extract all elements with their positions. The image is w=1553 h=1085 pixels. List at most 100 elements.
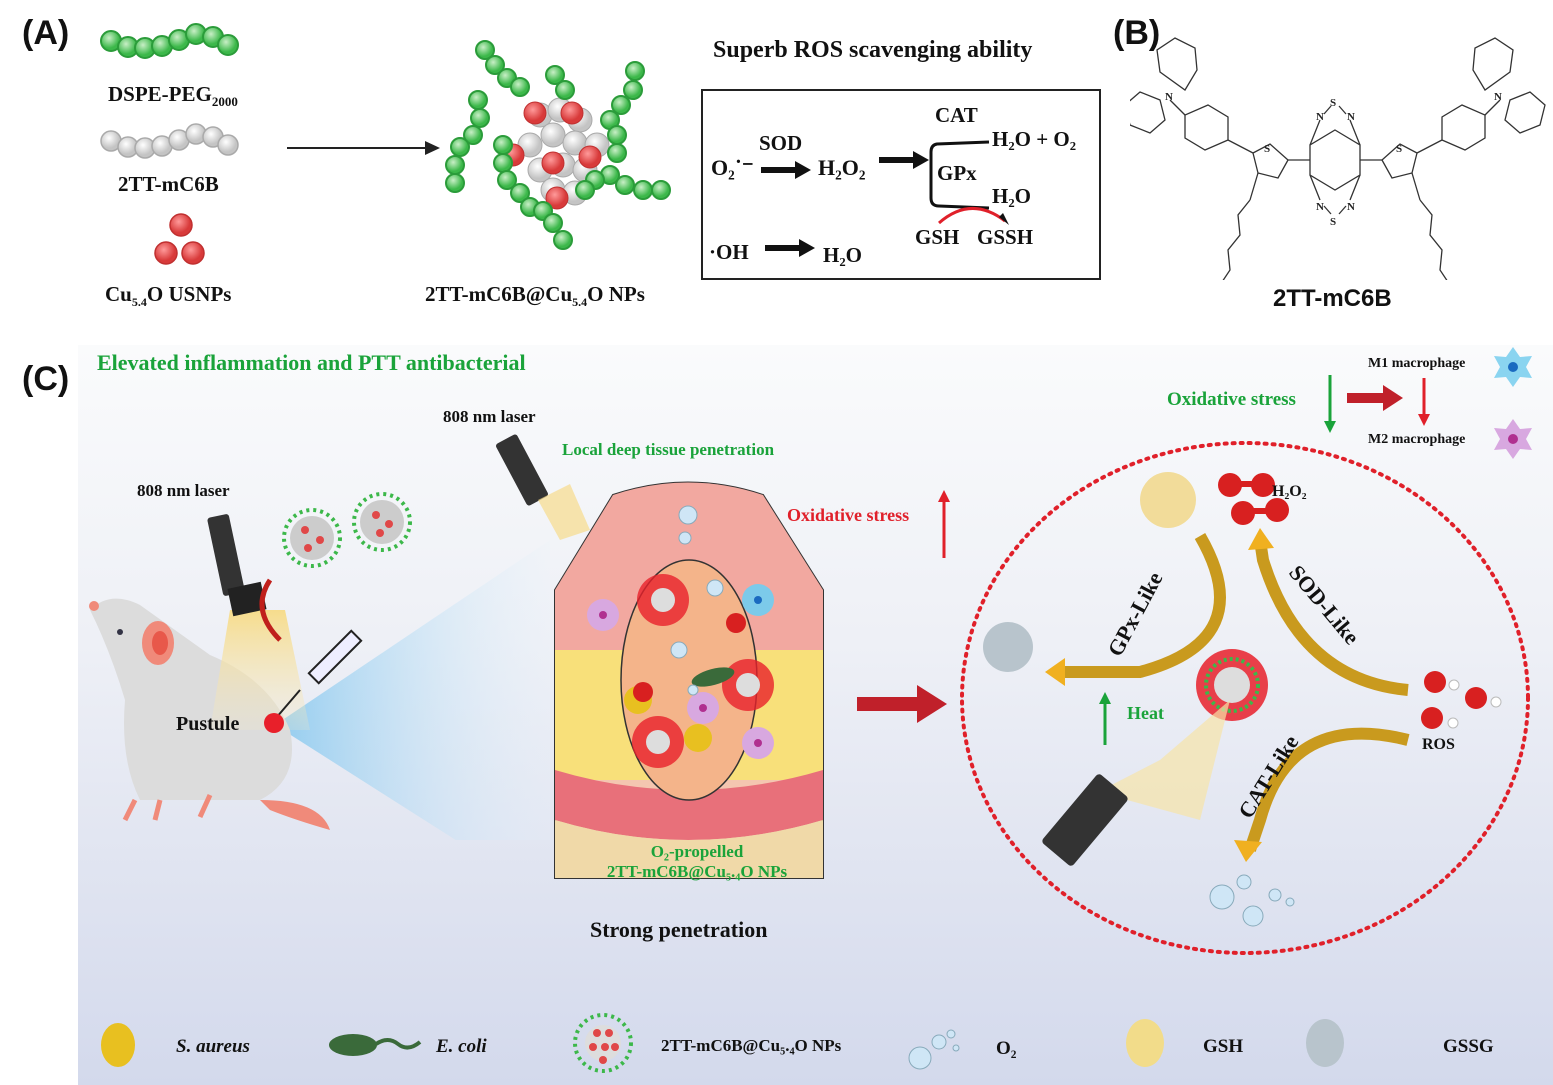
2tt-mc6b-label: 2TT-mC6B: [118, 172, 219, 196]
legend-label-gsh: GSH: [1203, 1036, 1244, 1057]
m2-macrophage-icon: [1494, 419, 1532, 459]
atom-s1: S: [1330, 97, 1336, 109]
o2-bubbles-icon: [908, 1029, 960, 1070]
gpx-like-label: GPx-Like: [1102, 567, 1167, 660]
mouse-icon: [89, 598, 330, 830]
gsh-conversion-arrow: [938, 207, 1009, 225]
e-coli-icon: [329, 1034, 422, 1056]
syringe-icon: [275, 629, 363, 719]
atom-s4: S: [1396, 143, 1402, 155]
gssh-label: GSSH: [977, 225, 1034, 249]
light-cone: [275, 540, 550, 840]
atom-n1: N: [1316, 111, 1324, 123]
flashlight-cycle-icon: [1042, 700, 1230, 866]
gsh-label: GSH: [915, 225, 960, 249]
atom-n5: N: [1165, 91, 1173, 103]
ros-label: ROS: [1422, 736, 1455, 753]
ros-scavenging-title: Superb ROS scavenging ability: [713, 37, 1033, 63]
superoxide-label: O₂˙⁻: [711, 155, 754, 180]
gsh-icon: [1140, 472, 1196, 528]
enzyme-cycle: GPx-Like SOD-Like CAT-Like: [960, 441, 1530, 955]
hydroxyl-product-label: H₂O: [823, 243, 862, 267]
cat-label: CAT: [935, 103, 978, 127]
injection-arrow: [259, 578, 282, 642]
atom-n2: N: [1347, 111, 1355, 123]
hydroxyl-arrow: [765, 239, 815, 257]
sod-like-arc: [1254, 539, 1409, 696]
laser-left-label: 808 nm laser: [137, 481, 230, 500]
transition-arrow-icon: [857, 685, 947, 723]
increase-arrow-icon: [938, 490, 950, 558]
atom-n6: N: [1494, 91, 1502, 103]
o2-bubbles-in-tissue: [670, 505, 724, 696]
h2o2-molecule-icon: [1218, 473, 1289, 525]
legend-label-gssg: GSSG: [1443, 1036, 1494, 1057]
chemical-structure: N S N N S N S S N N: [1130, 37, 1546, 280]
h2o2-label-c: H₂O₂: [1272, 483, 1307, 500]
compound-name: 2TT-mC6B: [1273, 285, 1392, 312]
panel-a-label: (A): [22, 14, 70, 52]
flashlight-mid-icon: [496, 434, 590, 540]
cat-like-arc: [1244, 727, 1410, 852]
cat-product-label: H₂O + O₂: [992, 127, 1077, 151]
strong-penetration-label: Strong penetration: [590, 917, 768, 942]
e-coli-in-tissue: [691, 667, 735, 687]
oxidative-stress-up-label: Oxidative stress: [787, 505, 910, 525]
cu-usnps-label: Cu5.4O USNPs: [105, 282, 232, 310]
m1-macrophage-icon: [1494, 347, 1532, 387]
legend-label-o2: O₂: [996, 1038, 1017, 1059]
gssg-icon: [983, 622, 1033, 672]
component-chains: [100, 23, 239, 265]
mouse-scene: [89, 492, 550, 840]
atom-n4: N: [1347, 201, 1355, 213]
o2-bubble-cluster-icon: [1209, 874, 1295, 927]
h2o2-label: H₂O₂: [818, 155, 866, 180]
glowing-nanoparticle-icons: [632, 574, 774, 768]
legend: S. aureus E. coli 2TT-mC6B@Cu₅.₄O NPs O₂…: [78, 1000, 1553, 1085]
decrease-arrow-icon: [1324, 375, 1336, 433]
dspe-peg-chain-icon: [100, 23, 239, 59]
m1-to-m2-arrow-icon: [1418, 378, 1430, 426]
o2-propelled-label: O₂-propelled 2TT-mC6B@Cu₅.₄O NPs: [606, 842, 788, 881]
legend-label-s-aureus: S. aureus: [176, 1036, 250, 1057]
gpx-like-arc: [1055, 533, 1226, 678]
assembly-arrow: [287, 141, 440, 155]
dspe-peg-label: DSPE-PEG2000: [108, 82, 238, 110]
cu-usnp-cluster-icon: [154, 213, 205, 265]
flashlight-left-icon: [207, 514, 310, 730]
skin-cross-section: [554, 481, 824, 879]
sod-label: SOD: [759, 131, 803, 155]
assembled-nanoparticle-icon: [445, 40, 671, 250]
ros-reaction-box: O₂˙⁻ SOD H₂O₂ CAT H₂O + O₂ GPx H₂O GSH G…: [701, 89, 1101, 280]
legend-label-e-coli: E. coli: [436, 1036, 487, 1057]
2tt-mc6b-chain-icon: [100, 123, 239, 159]
gssg-icon: [1306, 1019, 1344, 1067]
laser-mid-label: 808 nm laser: [443, 407, 536, 426]
oxidative-stress-down-label: Oxidative stress: [1167, 389, 1296, 410]
pustule-dot: [264, 713, 284, 733]
pustule-label: Pustule: [176, 713, 240, 735]
product-nanoparticle-label: 2TT-mC6B@Cu5.4O NPs: [425, 282, 645, 310]
m2-macrophage-label: M2 macrophage: [1368, 432, 1466, 447]
atom-s3: S: [1264, 143, 1270, 155]
panel-b-label: (B): [1113, 14, 1161, 52]
branch-bracket: [929, 140, 990, 210]
hydroxyl-label: ·OH: [709, 240, 749, 264]
gpx-label: GPx: [937, 161, 977, 185]
atom-s2: S: [1330, 216, 1336, 228]
gpx-product-label: H₂O: [992, 184, 1031, 208]
ros-molecules-icon: [1421, 671, 1502, 729]
central-ring: [1309, 129, 1361, 191]
tissue-penetration-label: Local deep tissue penetration: [562, 440, 775, 459]
panel-c-label: (C): [22, 360, 70, 398]
m1-macrophage-label: M1 macrophage: [1368, 356, 1466, 371]
panel-c-headline: Elevated inflammation and PTT antibacter…: [97, 350, 526, 375]
s-aureus-icon: [101, 1023, 135, 1067]
central-glowing-nanoparticle-icon: [1196, 649, 1268, 721]
h2o2-arrow: [879, 151, 929, 169]
heat-label: Heat: [1127, 703, 1164, 723]
macrophage-icons: [1494, 347, 1532, 459]
dotted-circle: [960, 441, 1530, 955]
sod-arrow: [761, 161, 811, 179]
gsh-icon: [1126, 1019, 1164, 1067]
